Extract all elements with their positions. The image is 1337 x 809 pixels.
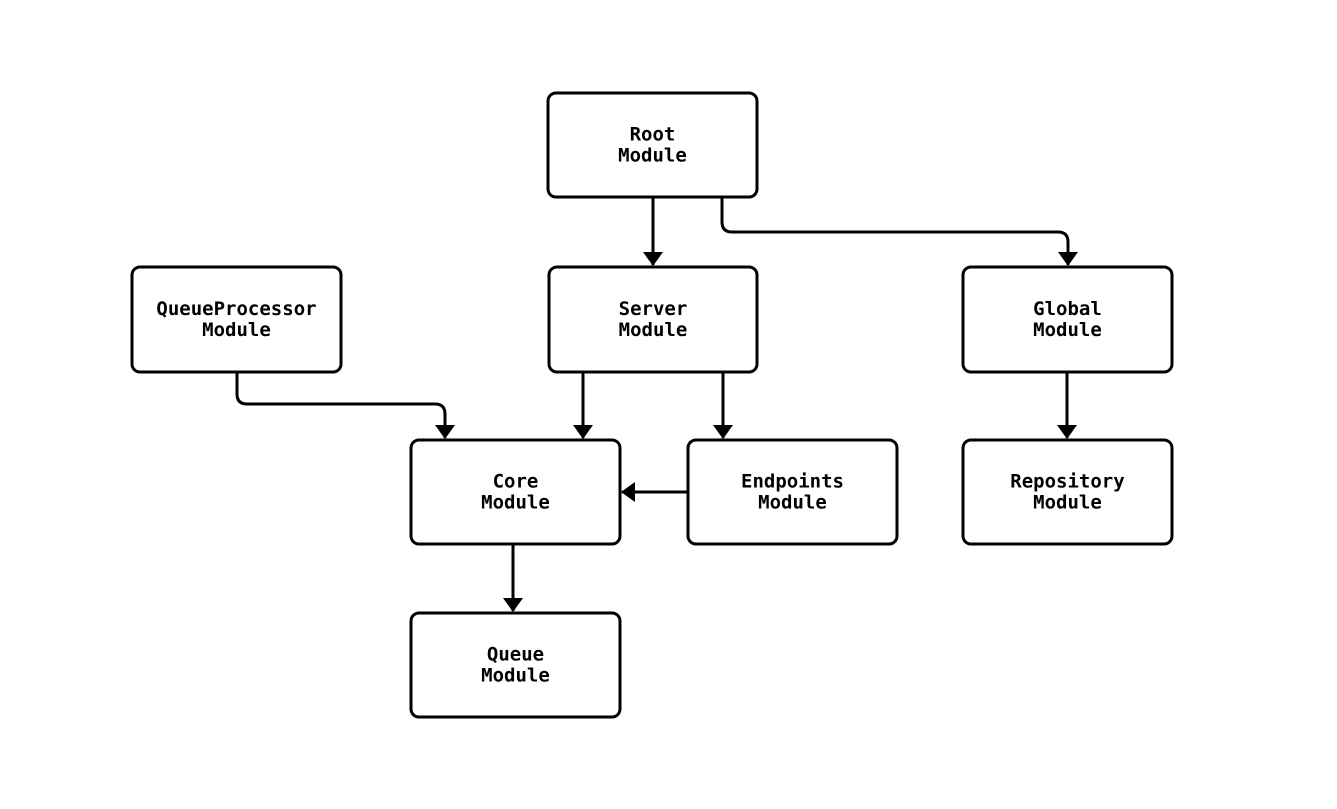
node-box-root-module (546, 91, 759, 199)
node-box-repository-module (961, 438, 1174, 546)
node-box-global-module (961, 265, 1174, 374)
node-box-queueprocessor-module (130, 265, 343, 374)
node-box-server-module (547, 265, 759, 374)
edge-root-module-to-global-module (720, 197, 1078, 266)
edge-queueprocessor-module-to-core-module (235, 372, 455, 439)
node-box-queue-module (409, 611, 622, 719)
edges-layer (235, 197, 1078, 612)
node-box-endpoints-module (686, 438, 899, 546)
node-box-core-module (409, 438, 622, 546)
